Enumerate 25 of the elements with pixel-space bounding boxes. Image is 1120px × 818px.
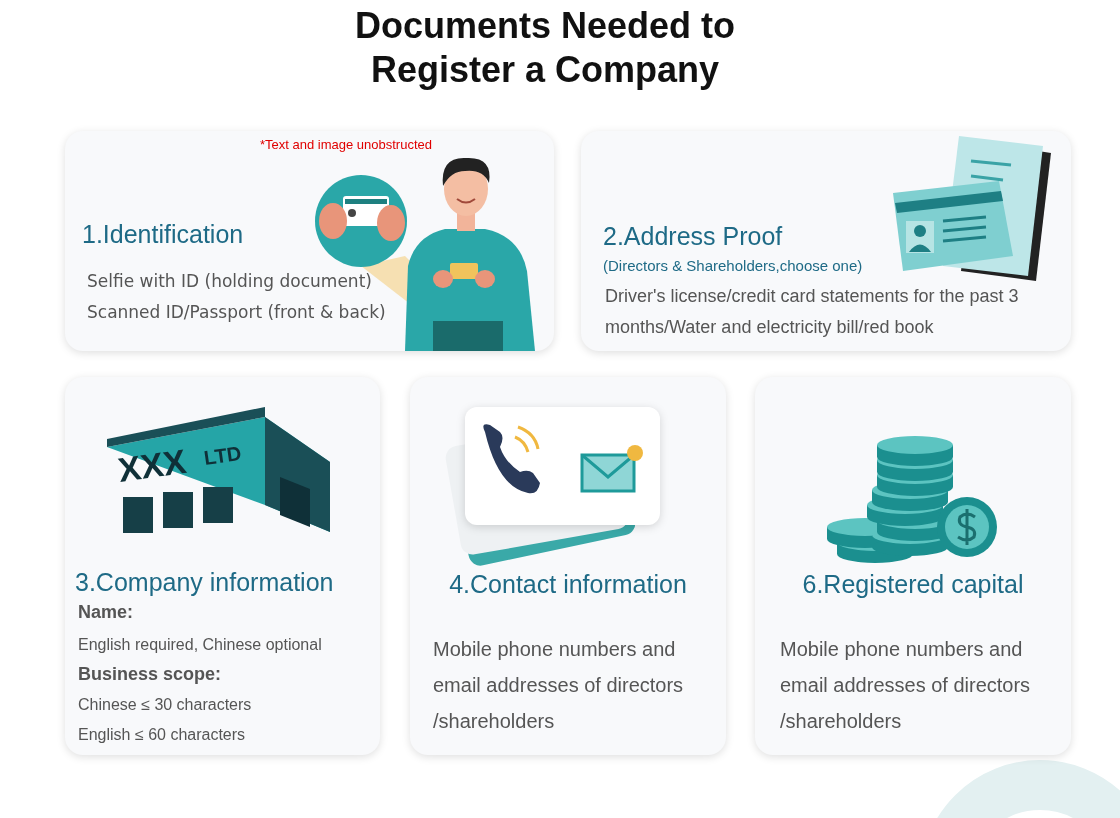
body-text: Scanned ID/Passport (front & back)	[87, 302, 387, 322]
body-text: English ≤ 60 characters	[78, 725, 247, 744]
body-text: Chinese ≤ 30 characters	[78, 695, 253, 714]
body-text: Mobile phone numbers and email addresses of directors /shareholders	[780, 637, 1032, 734]
subheading: (Directors & Shareholders,choose one)	[603, 257, 864, 275]
building-sign-text: LTD	[202, 441, 243, 469]
field-label: Business scope:	[78, 663, 223, 685]
building-sign-text: XXX	[115, 441, 189, 489]
title: Documents Needed to Register a Company	[353, 4, 737, 92]
info-card	[755, 377, 1071, 755]
body-text: Driver's license/credit card statements for the past 3 months/Water and electricity bill/red book	[605, 285, 1020, 339]
info-card	[65, 377, 380, 755]
body-text: Selfie with ID (holding document)	[87, 271, 373, 291]
info-card	[581, 131, 1071, 351]
card-heading: 3.Company information	[75, 567, 335, 597]
info-card	[410, 377, 726, 755]
card-heading: 1.Identification	[82, 219, 245, 249]
card-heading: 4.Contact information	[448, 569, 688, 599]
body-text: English required, Chinese optional	[78, 635, 323, 654]
note: *Text and image unobstructed	[260, 137, 433, 153]
card-heading: 2.Address Proof	[603, 221, 784, 251]
body-text: Mobile phone numbers and email addresses of directors /shareholders	[433, 637, 685, 734]
info-card	[65, 131, 554, 351]
card-heading: 6.Registered capital	[801, 569, 1025, 599]
field-label: Name:	[78, 601, 135, 623]
